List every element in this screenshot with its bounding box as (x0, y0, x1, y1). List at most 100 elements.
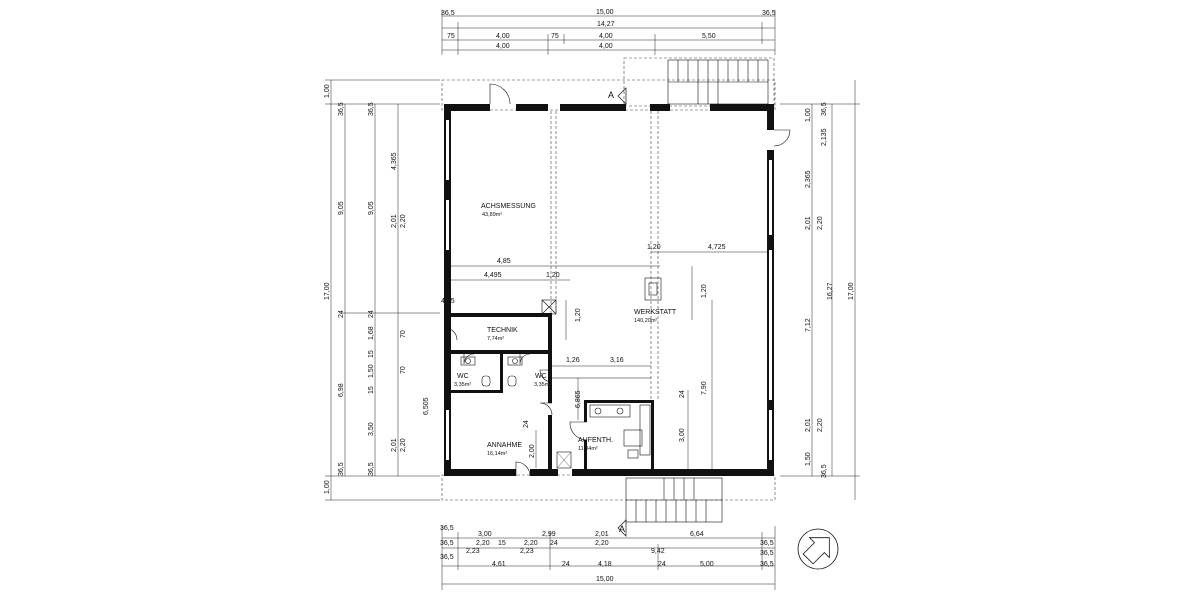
dim-int-24a: 24 (679, 390, 686, 398)
dim-int-24b: 24 (523, 420, 530, 428)
windows (446, 120, 772, 460)
dim-right-a7: 2,20 (817, 418, 824, 432)
dim-top-edge-l: 36,5 (441, 10, 455, 17)
dim-bot-r2b-1: 2,23 (520, 548, 534, 555)
dim-left-b2: 24 (368, 310, 375, 318)
dim-right-a9: 36,5 (821, 464, 828, 478)
room-werkstatt-name: WERKSTATT (634, 309, 677, 316)
dimension-text-right: 36,5 1,00 2,135 2,365 2,01 2,20 7,12 2,0… (805, 102, 855, 478)
dim-left-c4: 2,20 (400, 438, 407, 452)
dim-bot-r1-2: 2,99 (542, 531, 556, 538)
dim-bot-r2-7: 36,5 (760, 550, 774, 557)
dim-bot-r2-6: 9,42 (651, 548, 665, 555)
dim-right-a0: 36,5 (821, 102, 828, 116)
room-wc1-name: WC (457, 373, 469, 380)
dim-left-d1: 70 (400, 366, 407, 374)
dim-top-r3-0: 75 (447, 33, 455, 40)
north-arrow-icon (797, 528, 839, 570)
dim-bot-r1-5: 36,5 (760, 540, 774, 547)
room-wc1-area: 3,35m² (454, 382, 471, 388)
outline-dashed (441, 57, 776, 501)
section-mark-bottom: A (617, 519, 627, 537)
dim-top-r4-0: 4,00 (496, 43, 510, 50)
dim-bot-r2-3: 2,20 (524, 540, 538, 547)
dimension-lines-right (780, 80, 860, 500)
dim-left-d0: 70 (400, 330, 407, 338)
dim-int-6865: 6,865 (575, 390, 582, 408)
dim-int-300: 3,00 (679, 428, 686, 442)
room-achsmessung-name: ACHSMESSUNG (481, 203, 536, 210)
dim-right-b: 16,27 (827, 282, 834, 300)
room-wc2-name: WC (535, 373, 547, 380)
dimension-lines-bottom (441, 526, 776, 590)
dim-top-edge-r: 36,5 (762, 10, 776, 17)
dim-bot-r1-1: 3,00 (478, 531, 492, 538)
room-labels: ACHSMESSUNG 43,89m² WERKSTATT 140,20m² T… (454, 203, 677, 457)
dim-bot-r1-3: 2,01 (595, 531, 609, 538)
dim-right-a8: 1,50 (805, 452, 812, 466)
room-annahme-name: ANNAHME (487, 442, 522, 449)
dimension-lines-left (325, 79, 440, 501)
column (644, 277, 662, 301)
dim-bot-r2b-0: 2,23 (466, 548, 480, 555)
dim-right-a4: 2,20 (817, 216, 824, 230)
dim-top-total: 15,00 (596, 9, 614, 16)
dim-int-485: 4,85 (497, 258, 511, 265)
dim-left-b4: 15 (368, 350, 375, 358)
room-technik-name: TECHNIK (487, 327, 518, 334)
dim-bot-r3-1: 4,61 (492, 561, 506, 568)
dim-bot-r2-1: 2,20 (476, 540, 490, 547)
dim-right-outer-top: 1,00 (805, 108, 812, 122)
dim-int-200: 2,00 (529, 444, 536, 458)
dim-bot-r2-4: 24 (550, 540, 558, 547)
technik-shaft (541, 299, 557, 315)
dim-top-r4-1: 4,00 (599, 43, 613, 50)
dim-bot-r2-2: 15 (498, 540, 506, 547)
dim-bot-r3-2: 24 (562, 561, 570, 568)
dim-int-4725: 4,725 (708, 244, 726, 251)
storage (556, 451, 572, 469)
dim-left-a3: 6,98 (338, 383, 345, 397)
dim-int-126: 1,26 (566, 357, 580, 364)
dim-int-120b: 1,20 (647, 244, 661, 251)
dim-int-4495: 4,495 (484, 272, 502, 279)
dim-left-outer-bot: 1,00 (324, 480, 331, 494)
dim-left-a1: 9,05 (338, 201, 345, 215)
wc-fixtures (460, 356, 523, 387)
dim-right-a5: 7,12 (805, 318, 812, 332)
dim-left-c1: 2,01 (391, 214, 398, 228)
dim-int-316: 3,16 (610, 357, 624, 364)
room-annahme-area: 16,14m² (487, 451, 507, 457)
dim-top-r3-3: 4,00 (599, 33, 613, 40)
dim-int-120a: 1,20 (546, 272, 560, 279)
dim-left-a0: 36,5 (338, 102, 345, 116)
dim-top-r3-2: 75 (551, 33, 559, 40)
dim-right-a1: 2,135 (821, 128, 828, 146)
dim-right-outer-total: 17,00 (848, 282, 855, 300)
doors (444, 83, 791, 477)
stair-top (667, 59, 769, 105)
room-werkstatt-area: 140,20m² (634, 318, 657, 324)
dim-left-c0: 4,365 (391, 152, 398, 170)
dim-right-a3: 2,01 (805, 216, 812, 230)
dimension-text-left: 1,00 17,00 1,00 36,5 9,05 24 6,98 36,5 3… (324, 84, 430, 494)
exterior-walls (444, 104, 774, 476)
dim-bot-r2-5: 2,20 (595, 540, 609, 547)
dim-int-120c: 1,20 (701, 284, 708, 298)
room-wc2-area: 3,35m² (534, 382, 551, 388)
section-mark-top: A (608, 87, 627, 105)
dim-bot-r3-3: 4,18 (598, 561, 612, 568)
dim-left-a2: 24 (338, 310, 345, 318)
dim-left-outer-top: 1,00 (324, 84, 331, 98)
dim-bot-r3-0: 36,5 (440, 554, 454, 561)
room-aufenth-area: 11,04m² (578, 446, 598, 452)
dim-int-790: 7,90 (701, 381, 708, 395)
room-achsmessung-area: 43,89m² (482, 212, 502, 218)
dim-left-a4: 36,5 (338, 462, 345, 476)
dim-top-r3-4: 5,50 (702, 33, 716, 40)
section-label-top: A (608, 90, 614, 100)
dimension-text-top: 15,00 36,5 36,5 14,27 75 4,00 75 4,00 5,… (441, 9, 776, 50)
dim-left-b0: 36,5 (368, 102, 375, 116)
room-aufenth-name: AUFENTH. (578, 437, 613, 444)
